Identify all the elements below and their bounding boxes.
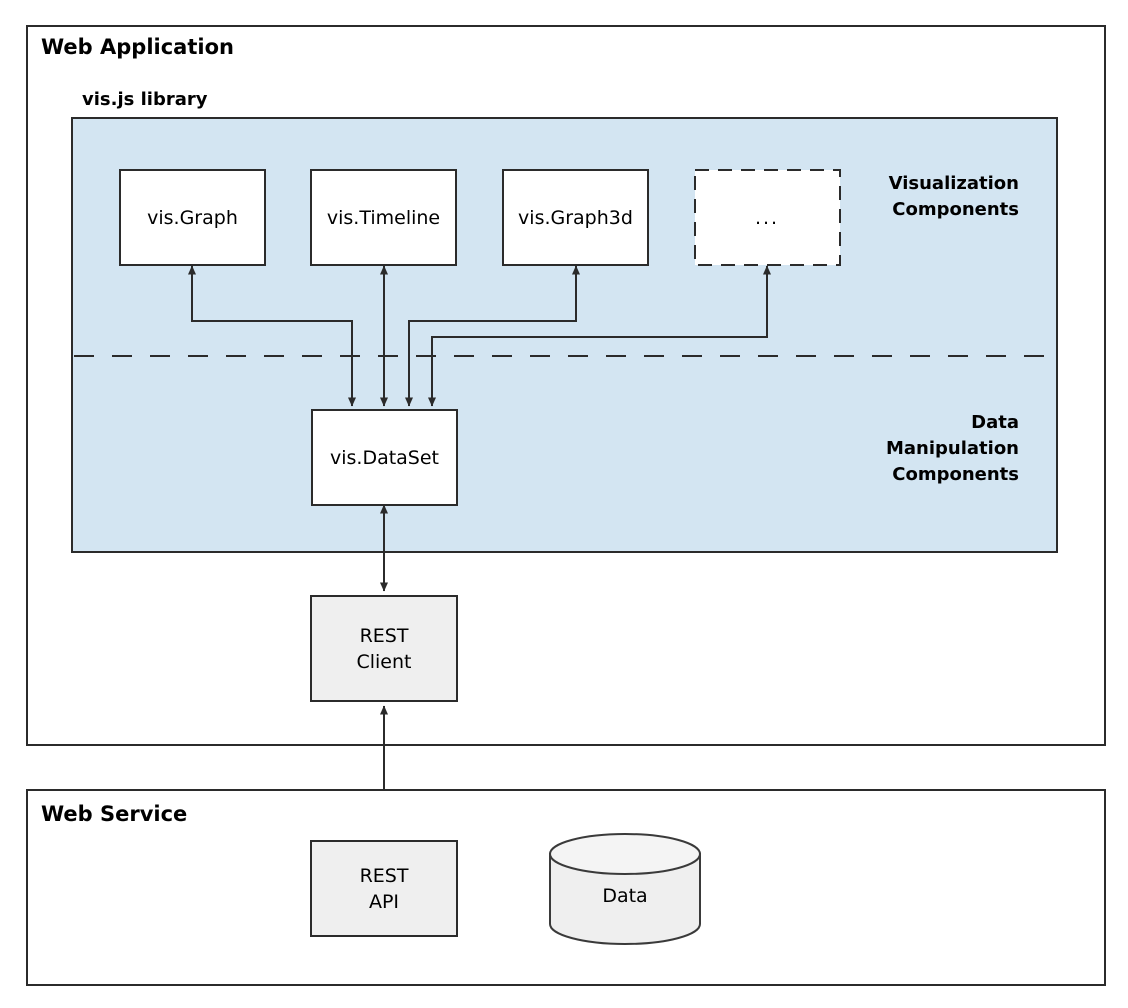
vis-js-library-title: vis.js library [82,89,208,110]
node-more-components[interactable]: ... [694,169,841,266]
node-vis-timeline[interactable]: vis.Timeline [310,169,457,266]
node-data-store[interactable]: Data [549,833,701,945]
node-vis-timeline-box[interactable] [310,169,457,266]
node-vis-dataset-box[interactable] [311,409,458,506]
node-rest-client-label-line2: Client [356,651,411,673]
connector-vis-graph-dataset [188,265,356,407]
node-rest-client-box[interactable] [310,595,458,702]
node-vis-graph3d-label: vis.Graph3d [518,207,633,229]
node-vis-graph3d[interactable]: vis.Graph3d [502,169,649,266]
node-vis-dataset[interactable]: vis.DataSet [311,409,458,506]
node-more-components-box[interactable] [694,169,841,266]
data-manipulation-label-line1: Data [971,412,1019,433]
node-rest-client-label-line1: REST [360,625,409,647]
web-application-title: Web Application [41,35,234,59]
node-vis-graph3d-box[interactable] [502,169,649,266]
node-data-store-cylinder-body[interactable] [549,853,701,945]
data-manipulation-label-line2: Manipulation [886,438,1019,459]
visualization-components-label-line2: Components [892,199,1019,220]
node-rest-api-box[interactable] [310,840,458,937]
node-vis-graph[interactable]: vis.Graph [119,169,266,266]
web-service-title: Web Service [41,802,187,826]
visualization-components-label-line1: Visualization [889,173,1019,194]
node-data-store-label: Data [602,885,647,907]
node-rest-client[interactable]: REST Client [310,595,458,702]
node-vis-dataset-label: vis.DataSet [330,447,439,469]
node-rest-api-label-line2: API [369,891,399,913]
connector-more-components-dataset [428,265,771,407]
node-vis-graph-label: vis.Graph [147,207,238,229]
node-vis-graph-box[interactable] [119,169,266,266]
data-manipulation-label-line3: Components [892,464,1019,485]
node-vis-timeline-label: vis.Timeline [327,207,440,229]
node-more-components-label: ... [755,207,779,229]
node-data-store-cylinder-top[interactable] [549,833,701,875]
node-rest-api-label-line1: REST [360,865,409,887]
node-rest-api[interactable]: REST API [310,840,458,937]
